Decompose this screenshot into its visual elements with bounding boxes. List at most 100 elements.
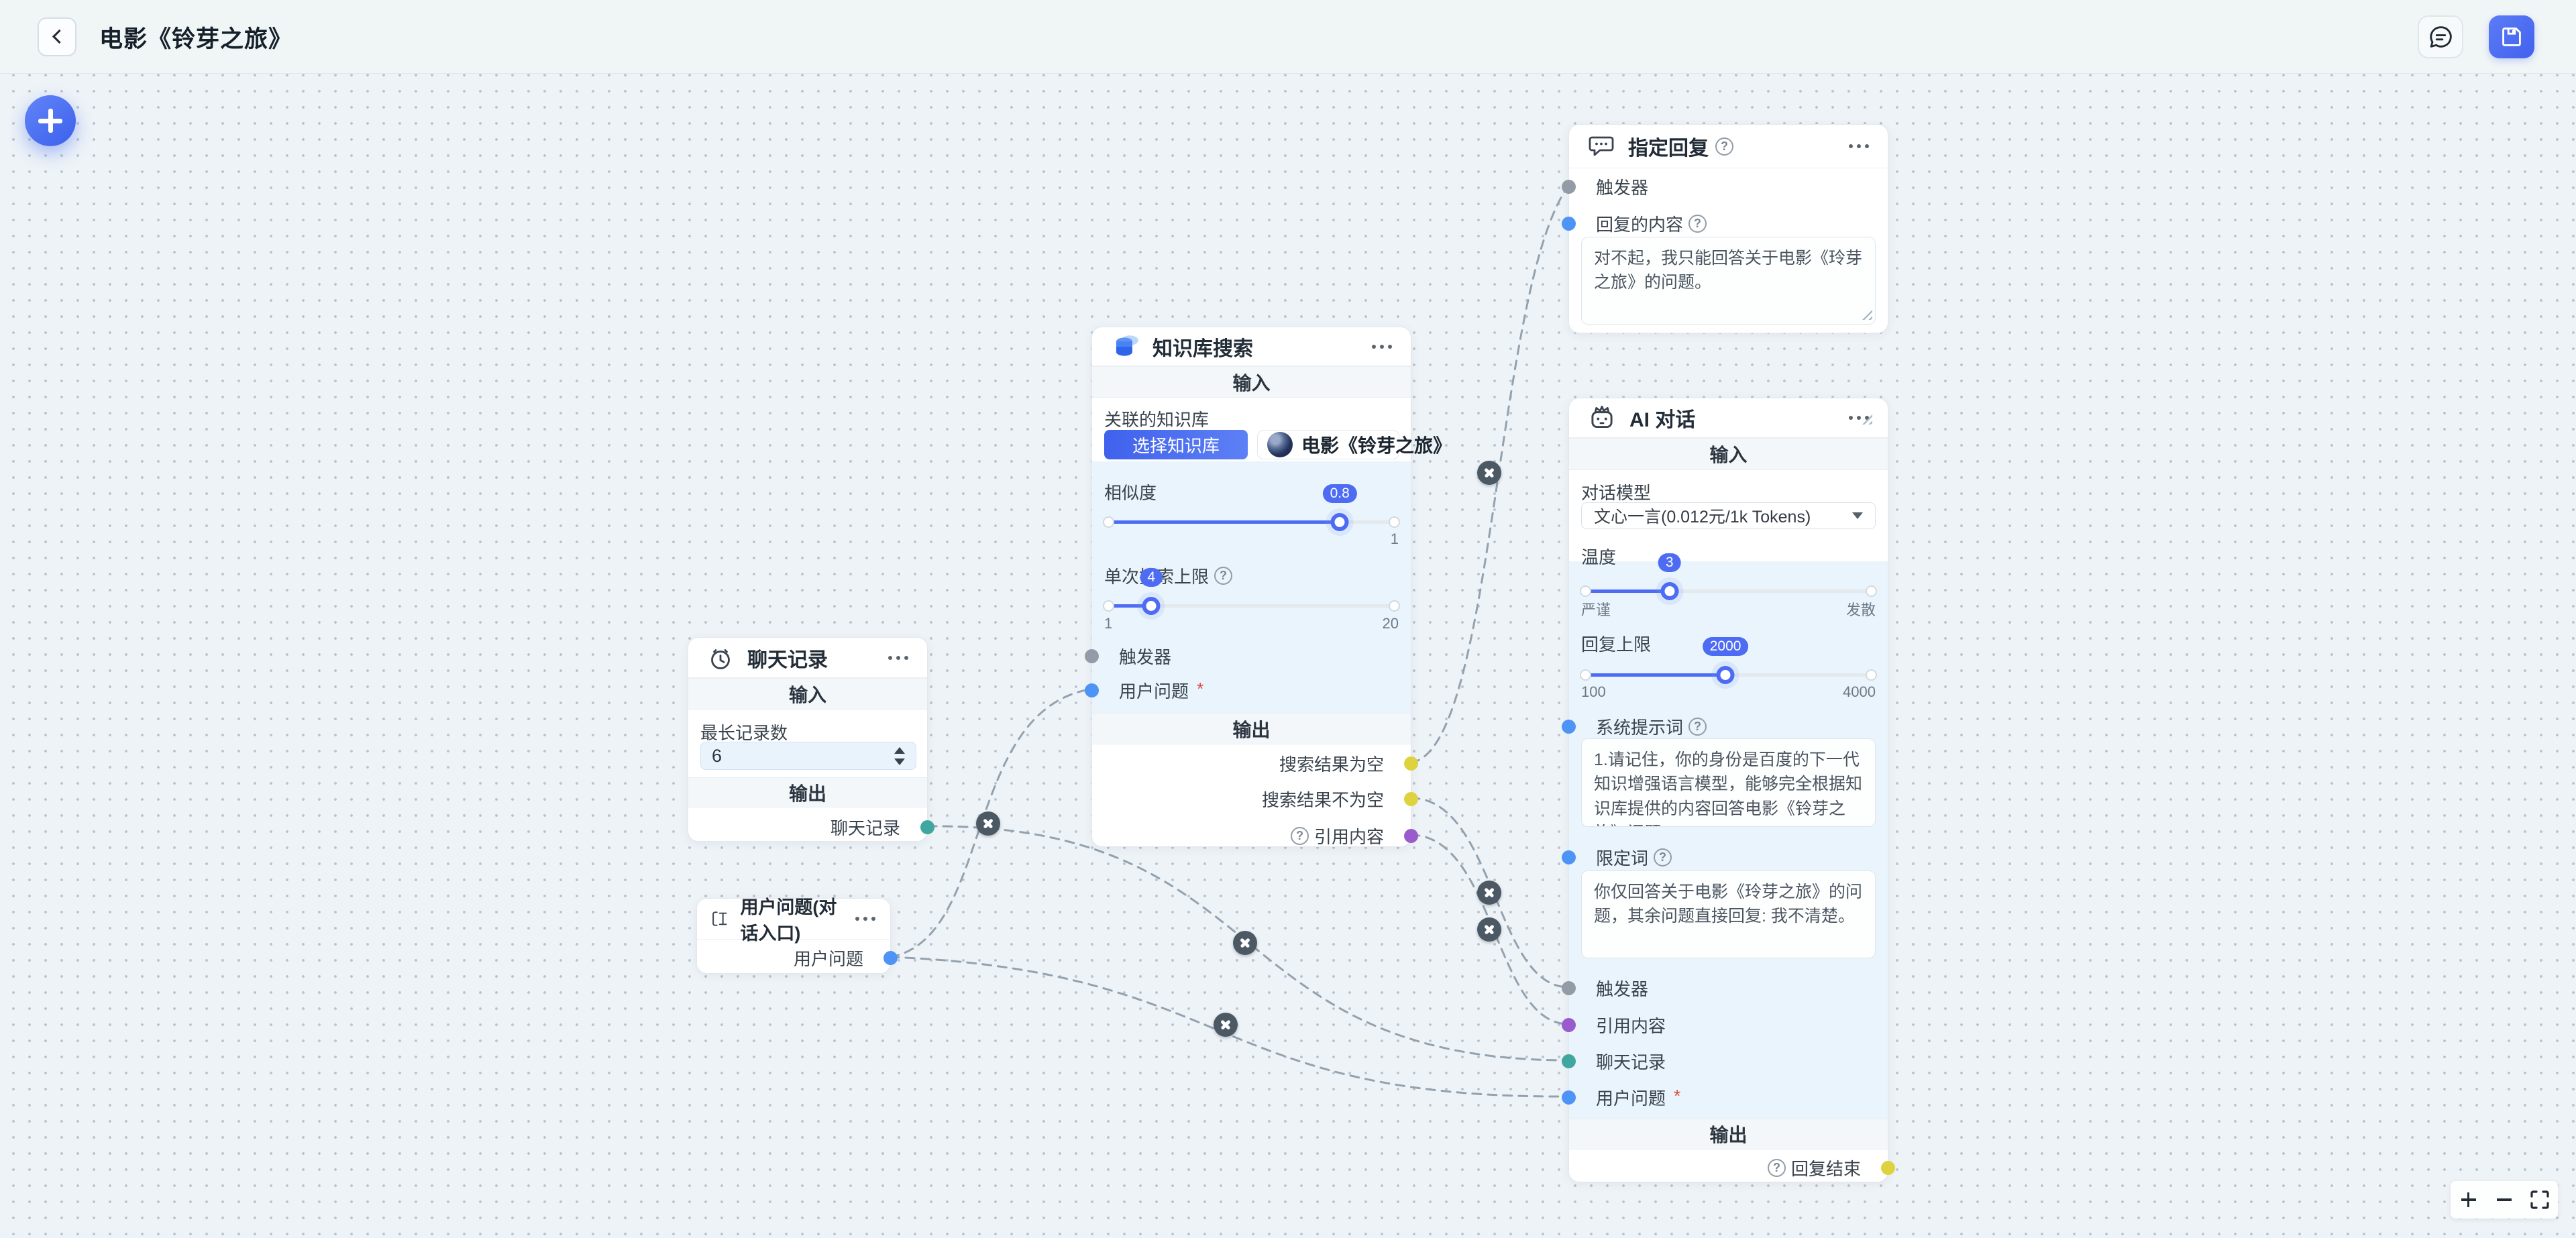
edge-delete-button[interactable] — [1477, 917, 1501, 942]
port-dot-reply-content-in[interactable] — [1562, 216, 1576, 231]
port-row-chat-history: 聊天记录 — [1562, 1048, 1888, 1074]
max-records-label: 最长记录数 — [700, 723, 788, 743]
slider-handle[interactable]: 4 — [1140, 568, 1163, 615]
port-row-reply-end: 回复结束 — [1569, 1155, 1895, 1180]
node-ai-chat[interactable]: AI 对话 输入 对话模型 文心一言(0.012元/1k Tokens) 温度 … — [1562, 398, 1895, 1182]
stepper-down-icon — [894, 758, 905, 765]
search-limit-label: 单次搜索上限 — [1104, 563, 1233, 588]
save-button[interactable] — [2489, 15, 2534, 58]
max-records-value: 6 — [712, 745, 722, 766]
port-row-user-question-out: 用户问题 — [697, 945, 898, 970]
max-records-input[interactable]: 6 — [700, 742, 916, 770]
zoom-out-button[interactable] — [2493, 1188, 2516, 1211]
help-icon[interactable] — [1654, 848, 1672, 866]
help-icon[interactable] — [1715, 137, 1733, 156]
port-dot-chat-history-out[interactable] — [920, 820, 934, 834]
node-title: 知识库搜索 — [1152, 337, 1253, 360]
node-chat-history[interactable]: 聊天记录 输入 最长记录数 6 输出 聊天记录 — [688, 637, 934, 842]
node-kb-search[interactable]: 知识库搜索 输入 关联的知识库 选择知识库 电影《铃芽之旅》 相似度 0.8 1… — [1085, 327, 1452, 847]
kb-chip[interactable]: 电影《铃芽之旅》 — [1257, 430, 1452, 459]
chat-preview-button[interactable] — [2418, 15, 2463, 58]
required-marker — [1671, 1087, 1680, 1108]
help-icon[interactable] — [1767, 1158, 1786, 1177]
slider-max-label: 发散 — [1845, 602, 1876, 618]
node-fixed-reply[interactable]: 指定回复 触发器 回复的内容 对不起，我只能回答关于电影《玲芽之旅》的问题。 — [1562, 124, 1888, 333]
robot-icon — [1591, 405, 1613, 429]
help-icon[interactable] — [1688, 717, 1707, 736]
edge-kb-empty-to-reply-trigger[interactable] — [1409, 184, 1570, 764]
edge-kb-reference-to-ai-reference[interactable] — [1409, 834, 1570, 1025]
port-row-user-question: 用户问题 — [1562, 1084, 1888, 1110]
save-floppy-icon — [2502, 27, 2521, 46]
back-button[interactable] — [38, 17, 76, 56]
port-dot-reply-end-out[interactable] — [1881, 1160, 1895, 1175]
chat-bubble-icon — [2430, 26, 2452, 48]
port-label: 聊天记录 — [1596, 1052, 1666, 1072]
port-dot-reference-out[interactable] — [1404, 828, 1418, 843]
model-select[interactable]: 文心一言(0.012元/1k Tokens) — [1581, 502, 1876, 529]
help-icon[interactable] — [1214, 567, 1233, 585]
edge-delete-button[interactable] — [1233, 931, 1257, 955]
port-label: 用户问题 — [1596, 1088, 1666, 1109]
node-menu-button[interactable] — [1847, 410, 1870, 425]
reply-content-textarea[interactable]: 对不起，我只能回答关于电影《玲芽之旅》的问题。 — [1581, 237, 1876, 325]
port-dot-user-question-in[interactable] — [1085, 683, 1099, 697]
port-dot-result-not-empty-out[interactable] — [1404, 791, 1418, 806]
edge-delete-button[interactable] — [976, 811, 1000, 836]
port-dot-user-question-out[interactable] — [883, 950, 898, 965]
port-dot-trigger-in[interactable] — [1562, 179, 1576, 194]
port-dot-trigger-in[interactable] — [1562, 980, 1576, 995]
port-label: 回复结束 — [1790, 1158, 1861, 1179]
fit-view-button[interactable] — [2528, 1188, 2551, 1211]
port-row-system-prompt: 系统提示词 — [1562, 714, 1888, 739]
qualifier-textarea[interactable]: 你仅回答关于电影《玲芽之旅》的问题，其余问题直接回复: 我不清楚。 — [1581, 870, 1876, 958]
node-title: 聊天记录 — [747, 649, 828, 671]
node-user-question[interactable]: 用户问题(对话入口) 用户问题 — [696, 897, 898, 974]
search-limit-slider[interactable]: 4 — [1103, 568, 1400, 619]
add-node-button[interactable] — [25, 95, 76, 146]
edge-delete-button[interactable] — [1477, 461, 1501, 485]
port-label: 引用内容 — [1313, 826, 1384, 847]
port-dot-user-question-in[interactable] — [1562, 1090, 1576, 1105]
help-icon[interactable] — [1290, 826, 1309, 845]
input-section-band: 输入 — [688, 678, 927, 710]
temperature-slider[interactable]: 3 — [1580, 553, 1877, 604]
slider-min-label: 严谨 — [1581, 602, 1611, 618]
edge-chatlog-to-ai-chatlog[interactable] — [926, 825, 1570, 1062]
slider-handle[interactable]: 0.8 — [1322, 484, 1357, 531]
node-menu-button[interactable] — [1847, 139, 1870, 154]
zoom-in-button[interactable] — [2457, 1188, 2480, 1211]
node-title: AI 对话 — [1629, 409, 1696, 431]
topbar: 电影《铃芽之旅》 — [0, 0, 2576, 74]
input-section-band: 输入 — [1569, 438, 1888, 470]
input-section-band: 输入 — [1092, 366, 1411, 398]
chevron-left-icon — [52, 29, 67, 44]
edge-kb-notempty-to-ai-trigger[interactable] — [1409, 797, 1570, 989]
output-section-label: 输出 — [1232, 719, 1271, 740]
port-dot-result-empty-out[interactable] — [1404, 756, 1418, 771]
slider-handle[interactable]: 3 — [1658, 553, 1681, 600]
port-dot-system-prompt-in[interactable] — [1562, 719, 1576, 734]
edge-userq-to-kb-userq[interactable] — [889, 688, 1091, 958]
edge-delete-button[interactable] — [1477, 881, 1501, 905]
number-stepper[interactable] — [894, 746, 905, 765]
knowledge-base-icon — [1116, 335, 1138, 356]
model-select-value: 文心一言(0.012元/1k Tokens) — [1594, 508, 1811, 526]
node-menu-button[interactable] — [1371, 339, 1393, 354]
slider-handle[interactable]: 2000 — [1702, 637, 1749, 684]
port-dot-trigger-in[interactable] — [1085, 649, 1099, 663]
system-prompt-textarea[interactable]: 1.请记住，你的身份是百度的下一代知识增强语言模型，能够完全根据知识库提供的内容… — [1581, 738, 1876, 827]
port-dot-reference-in[interactable] — [1562, 1017, 1576, 1032]
select-kb-button[interactable]: 选择知识库 — [1104, 430, 1248, 459]
port-dot-qualifier-in[interactable] — [1562, 850, 1576, 864]
help-icon[interactable] — [1688, 214, 1707, 233]
port-label: 用户问题 — [1119, 681, 1189, 701]
reply-limit-slider[interactable]: 2000 — [1580, 637, 1877, 688]
port-label: 引用内容 — [1596, 1015, 1666, 1036]
edge-delete-button[interactable] — [1214, 1013, 1238, 1037]
similarity-slider[interactable]: 0.8 — [1103, 484, 1400, 535]
chevron-down-icon — [1852, 512, 1863, 519]
node-menu-button[interactable] — [887, 651, 910, 665]
node-menu-button[interactable] — [854, 911, 877, 926]
port-dot-chat-history-in[interactable] — [1562, 1054, 1576, 1068]
